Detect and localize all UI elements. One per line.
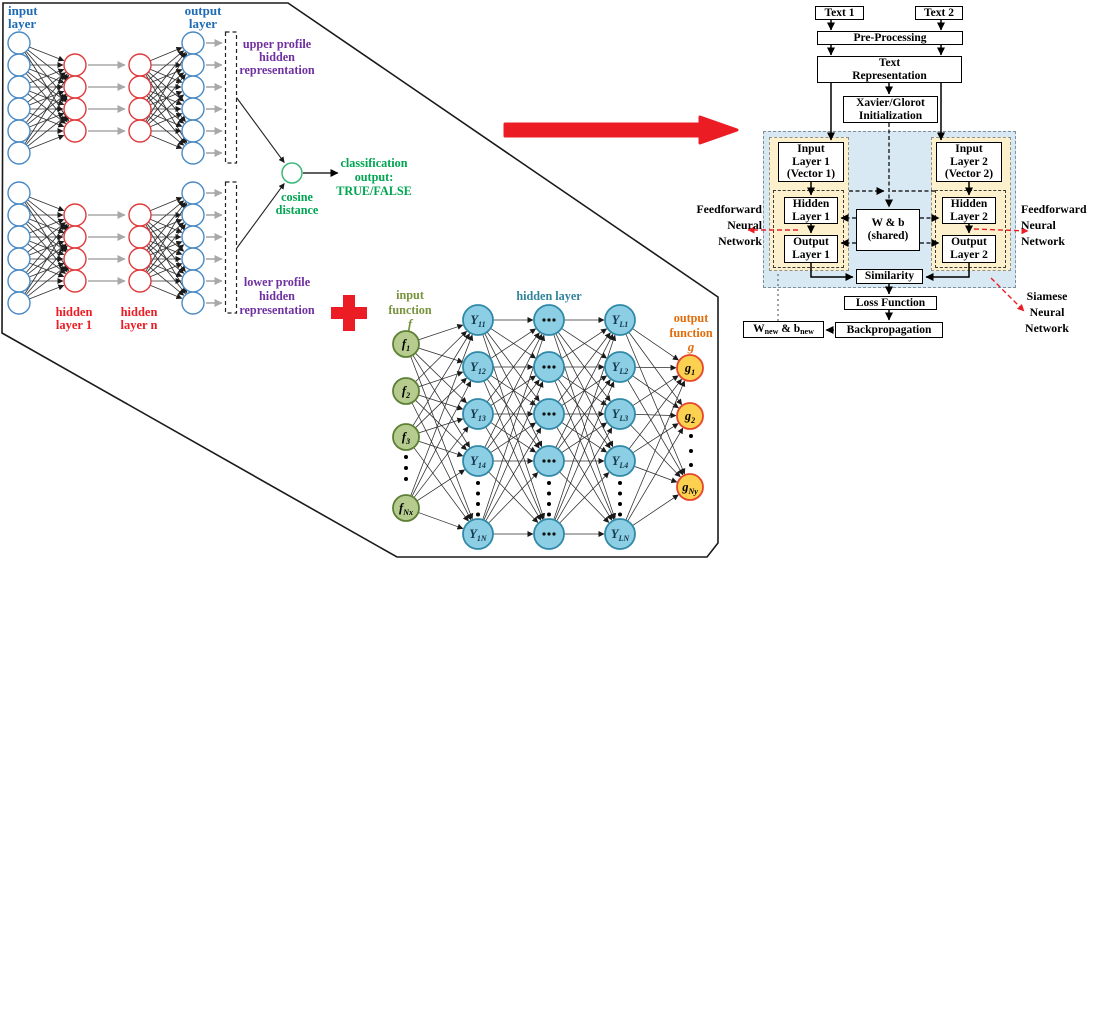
hidden-node: [533, 518, 565, 550]
flow-box-backprop: Backpropagation: [835, 322, 943, 338]
output-function-label: output: [674, 311, 709, 325]
cosine-distance-node: [236, 97, 339, 249]
svg-text:fNx: fNx: [399, 501, 413, 517]
cosine-distance-label-line0: cosine: [281, 190, 313, 204]
lower-profile-label-line1: hidden: [259, 289, 295, 303]
hidden-node: [462, 398, 494, 430]
hidden-node: [604, 398, 636, 430]
f-node: [392, 423, 420, 451]
hidden-layer-1-label-line0: hidden: [56, 305, 93, 319]
output-layer-label-line0: output: [185, 3, 223, 18]
svg-text:g2: g2: [684, 409, 695, 425]
classification-output-label-line0: classification: [340, 156, 407, 170]
svg-text:Y13: Y13: [470, 407, 486, 423]
svg-text:g: g: [687, 339, 695, 354]
flow-box-similarity: Similarity: [856, 269, 923, 284]
hidden-node: [462, 518, 494, 550]
lower-siamese-network: [7, 181, 238, 315]
input-layer-label-line1: layer: [8, 16, 36, 31]
hidden-node: [604, 351, 636, 383]
hidden-node: [462, 445, 494, 477]
hidden-layer-label: hidden layer: [516, 289, 582, 303]
svg-text:f: f: [408, 316, 414, 331]
input-function-label: input: [396, 288, 424, 302]
hidden-node: [604, 304, 636, 336]
upper-hidden-representation-box: [224, 31, 238, 164]
lower-hidden-representation-box: [224, 181, 238, 314]
svg-text:g1: g1: [684, 361, 695, 377]
svg-text:gNy: gNy: [681, 480, 698, 496]
plus-sign: [331, 295, 367, 331]
svg-text:Y12: Y12: [470, 360, 486, 376]
svg-text:function: function: [669, 326, 713, 340]
g-node: [676, 354, 704, 382]
zoom-arrow-icon: [503, 115, 739, 145]
hidden-node: [533, 351, 565, 383]
svg-text:Y14: Y14: [470, 454, 486, 470]
output-layer-label-line1: layer: [189, 16, 217, 31]
svg-text:Y11: Y11: [470, 313, 485, 329]
svg-text:YL3: YL3: [612, 407, 629, 423]
svg-text:f2: f2: [402, 384, 410, 400]
hidden-layer-n-label-line0: hidden: [121, 305, 158, 319]
svg-text:f3: f3: [402, 430, 410, 446]
svg-text:Y1N: Y1N: [469, 527, 488, 543]
svg-text:YL4: YL4: [612, 454, 629, 470]
classification-output-label-line2: TRUE/FALSE: [336, 184, 412, 198]
upper-profile-label-line2: representation: [239, 63, 315, 77]
hidden-node: [533, 304, 565, 336]
big-red-arrow: [503, 115, 739, 145]
svg-text:YL1: YL1: [612, 313, 629, 329]
hidden-node: [462, 304, 494, 336]
lower-profile-label-line0: lower profile: [244, 275, 311, 289]
svg-text:function: function: [388, 303, 432, 317]
f-node: [392, 494, 420, 522]
hidden-node: [533, 398, 565, 430]
flow-box-wnew: Wnew & bnew: [743, 321, 824, 338]
svg-text:YL2: YL2: [612, 360, 629, 376]
cosine-distance-label-line1: distance: [276, 203, 319, 217]
g-node: [676, 402, 704, 430]
flow-box-loss: Loss Function: [844, 296, 937, 310]
input-layer-label-line0: input: [8, 3, 38, 18]
hidden-layer-n-label-line1: layer n: [121, 318, 158, 332]
flow-box-wb: W & b(shared): [856, 209, 920, 251]
f-node: [392, 330, 420, 358]
svg-text:YLN: YLN: [611, 527, 631, 543]
svg-text:f1: f1: [402, 337, 410, 353]
upper-profile-label-line0: upper profile: [243, 37, 312, 51]
hidden-node: [604, 518, 636, 550]
hidden-node: [462, 351, 494, 383]
hidden-node: [604, 445, 636, 477]
f-node: [392, 377, 420, 405]
plus-icon: [331, 295, 367, 331]
upper-siamese-network: [7, 31, 238, 165]
flow-box-text1: Text 1: [815, 6, 864, 20]
hidden-node: [533, 445, 565, 477]
classification-output-label-line1: output:: [355, 170, 394, 184]
upper-profile-label-line1: hidden: [259, 50, 295, 64]
outline-polygon: [1, 2, 719, 558]
g-node: [676, 473, 704, 501]
flow-box-preproc: Pre-Processing: [817, 31, 963, 45]
flow-box-text2: Text 2: [915, 6, 963, 20]
lower-profile-label-line2: representation: [239, 303, 315, 317]
hidden-layer-1-label-line1: layer 1: [56, 318, 92, 332]
